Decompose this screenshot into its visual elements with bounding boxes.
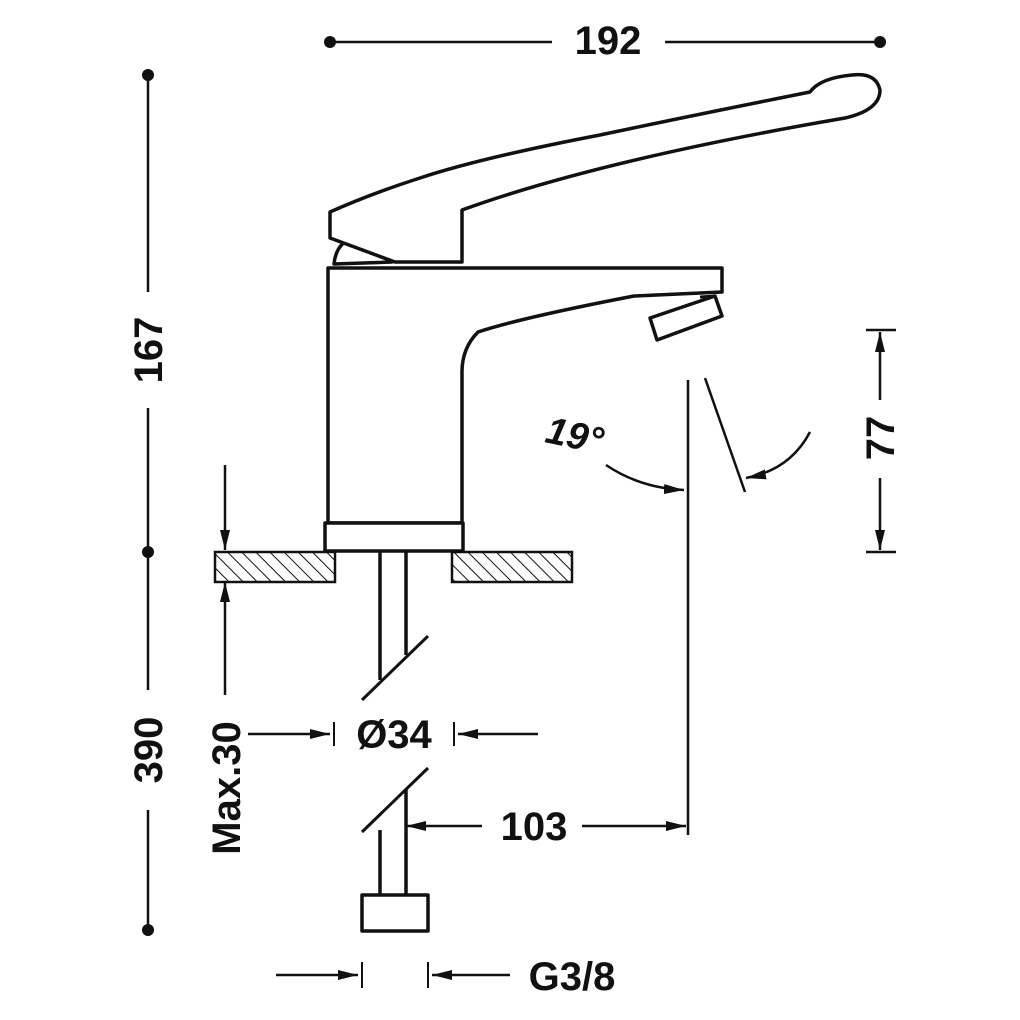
aerator [648,294,724,342]
lever-handle [328,72,882,264]
faucet-body [323,72,882,553]
dimension-label-lower-height: 390 [127,717,171,784]
dimension-label-upper-height: 167 [127,317,171,384]
dimension-deck-thickness: Max.30 [205,465,249,855]
dimension-spout-reach: 103 [406,805,686,849]
dimension-spout-height: 77 [859,328,903,554]
dimension-diameter: Ø34 [248,713,538,757]
dimension-label-max-deck: Max.30 [205,721,249,854]
dimension-connection-thread: G3/8 [276,955,615,999]
dimension-label-thread: G3/8 [529,955,616,999]
dimension-label-angle: 19° [542,410,608,463]
supply-hoses [360,552,430,933]
dimension-vertical-left: 167 390 [127,69,171,936]
dimension-label-width: 192 [575,19,642,63]
dimension-label-reach: 103 [501,805,568,849]
countertop-section [213,550,574,584]
dimension-overall-width: 192 [324,19,886,63]
g38-connector [360,893,430,933]
dimension-spout-angle: 19° [542,377,812,495]
dimension-label-spout-height: 77 [859,416,903,461]
dimension-label-diameter: Ø34 [356,713,432,757]
